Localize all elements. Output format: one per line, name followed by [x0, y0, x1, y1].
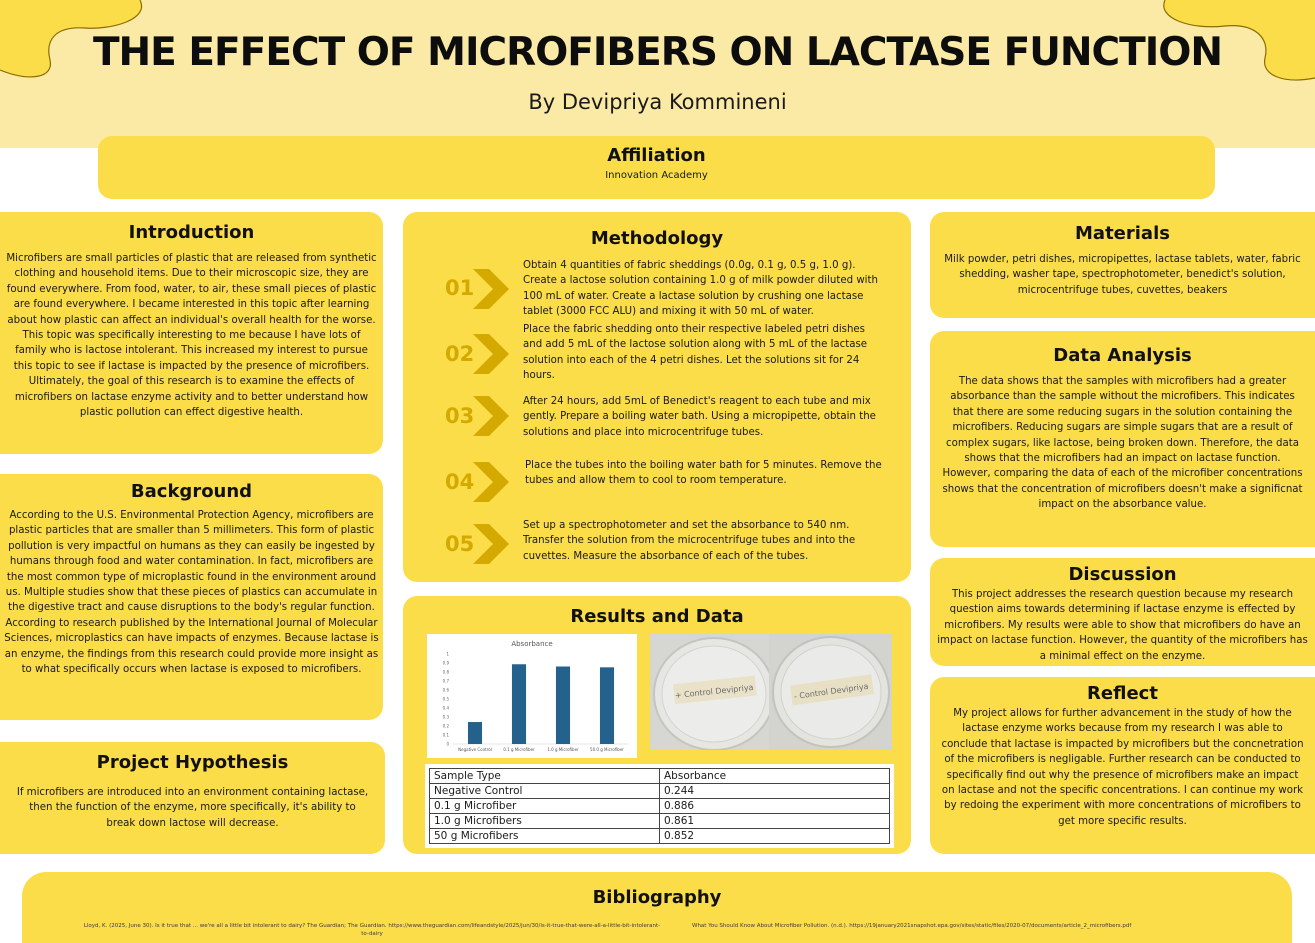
data-analysis-heading: Data Analysis — [1053, 345, 1192, 366]
chevron-right-icon — [473, 524, 509, 564]
bibliography-entry: What You Should Know About Microfiber Po… — [692, 923, 1132, 929]
materials-heading: Materials — [1075, 223, 1170, 244]
table-cell: 50 g Microfibers — [429, 828, 660, 844]
materials-card: Materials Milk powder, petri dishes, mic… — [930, 212, 1315, 318]
decorative-swirl-right — [1163, 0, 1315, 81]
poster-title: THE EFFECT OF MICROFIBERS ON LACTASE FUN… — [92, 30, 1223, 75]
step-number: 02 — [445, 342, 475, 366]
table-header-cell: Sample Type — [429, 768, 660, 784]
affiliation-heading: Affiliation — [607, 145, 706, 166]
x-tick-label: 0.1 g Microfiber — [503, 747, 535, 752]
table-header-cell: Absorbance — [659, 768, 890, 784]
introduction-card: Introduction Microfibers are small parti… — [0, 212, 383, 454]
step-text: After 24 hours, add 5mL of Benedict's re… — [523, 396, 876, 438]
reflect-text: My project allows for further advancemen… — [941, 708, 1304, 827]
table-header-row: Sample Type Absorbance — [429, 768, 890, 784]
petri-dish-photo-positive: + Control Devipriya — [650, 634, 773, 750]
chevron-right-icon — [473, 269, 509, 309]
table-row: 0.1 g Microfiber 0.886 — [429, 798, 890, 814]
chevron-right-icon — [473, 396, 509, 436]
bibliography-heading: Bibliography — [592, 887, 722, 908]
x-tick-label: 1.0 g Microfiber — [547, 747, 579, 752]
hypothesis-card: Project Hypothesis If microfibers are in… — [0, 742, 385, 854]
methodology-heading: Methodology — [590, 228, 724, 249]
reflect-heading: Reflect — [1087, 683, 1158, 704]
data-analysis-text: The data shows that the samples with mic… — [942, 376, 1303, 511]
introduction-heading: Introduction — [128, 222, 255, 243]
y-tick-label: 0.9 — [443, 661, 450, 666]
data-analysis-card: Data Analysis The data shows that the sa… — [930, 331, 1315, 547]
results-table: Sample Type Absorbance Negative Control … — [429, 768, 890, 844]
table-cell: 0.886 — [659, 798, 890, 814]
table-cell: 1.0 g Microfibers — [429, 813, 660, 829]
table-cell: Negative Control — [429, 783, 660, 799]
reflect-card: Reflect My project allows for further ad… — [930, 677, 1315, 854]
y-tick-label: 1 — [446, 652, 449, 657]
background-card: Background According to the U.S. Environ… — [0, 474, 383, 720]
x-tick-label: Negative Control — [458, 747, 492, 752]
bibliography-card: Bibliography Lloyd, K. (2025, June 30). … — [22, 872, 1292, 943]
chevron-right-icon — [473, 462, 509, 502]
step-number: 01 — [445, 276, 475, 300]
y-tick-label: 0.8 — [443, 670, 450, 675]
y-tick-label: 0.7 — [443, 679, 450, 684]
table-cell: 0.852 — [659, 828, 890, 844]
table-cell: 0.861 — [659, 813, 890, 829]
step-text: Place the tubes into the boiling water b… — [525, 460, 882, 487]
petri-dish-photo-negative: - Control Devipriya — [769, 634, 892, 750]
y-tick-label: 0.6 — [443, 688, 450, 693]
chart-title: Absorbance — [511, 640, 552, 648]
table-row: Negative Control 0.244 — [429, 783, 890, 799]
y-tick-label: 0.5 — [443, 697, 450, 702]
chevron-right-icon — [473, 334, 509, 374]
results-heading: Results and Data — [570, 606, 744, 627]
hypothesis-heading: Project Hypothesis — [96, 752, 289, 773]
hypothesis-text: If microfibers are introduced into an en… — [16, 787, 369, 829]
y-tick-label: 0 — [446, 742, 449, 747]
y-tick-label: 0.1 — [443, 733, 450, 738]
table-row: 1.0 g Microfibers 0.861 — [429, 813, 890, 829]
y-tick-label: 0.3 — [443, 715, 450, 720]
header-band — [0, 0, 1315, 148]
affiliation-text: Innovation Academy — [605, 170, 708, 181]
bar — [555, 666, 571, 744]
y-tick-label: 0.2 — [443, 724, 450, 729]
y-tick-label: 0.4 — [443, 706, 450, 711]
step-text: Set up a spectrophotometer and set the a… — [523, 520, 856, 562]
step-text: Place the fabric shedding onto their res… — [523, 324, 868, 382]
background-text: According to the U.S. Environmental Prot… — [4, 510, 379, 676]
methodology-card: Methodology 01 Obtain 4 quantities of fa… — [403, 212, 911, 582]
results-card: Results and Data Absorbance 0 0.1 0.2 0.3 0.4… — [403, 596, 911, 854]
step-number: 04 — [445, 470, 475, 494]
table-cell: 0.1 g Microfiber — [429, 798, 660, 814]
bibliography-entry: Lloyd, K. (2025, June 30). Is it true th… — [83, 923, 661, 937]
introduction-text: Microfibers are small particles of plast… — [6, 253, 377, 419]
table-cell: 0.244 — [659, 783, 890, 799]
discussion-card: Discussion This project addresses the re… — [930, 558, 1315, 666]
step-text: Obtain 4 quantities of fabric sheddings … — [523, 260, 878, 318]
step-number: 03 — [445, 404, 475, 428]
affiliation-card: Affiliation Innovation Academy — [98, 136, 1215, 199]
materials-text: Milk powder, petri dishes, micropipettes… — [944, 254, 1301, 296]
absorbance-chart-svg: Absorbance 0 0.1 0.2 0.3 0.4 0.5 0.6 0.7 0.8 0.9 1N… — [443, 640, 629, 752]
table-row: 50 g Microfibers 0.852 — [429, 828, 890, 844]
x-tick-label: 50.0 g Microfiber — [590, 747, 624, 752]
decorative-swirl-left — [0, 0, 143, 78]
step-number: 05 — [445, 532, 475, 556]
bar — [467, 722, 483, 744]
bar — [511, 664, 527, 744]
bar — [599, 667, 615, 744]
discussion-heading: Discussion — [1068, 564, 1177, 585]
results-table-container: Sample Type Absorbance Negative Control … — [425, 764, 894, 848]
background-heading: Background — [130, 481, 253, 502]
author-byline: By Devipriya Kommineni — [528, 90, 787, 114]
discussion-text: This project addresses the research ques… — [937, 589, 1308, 662]
